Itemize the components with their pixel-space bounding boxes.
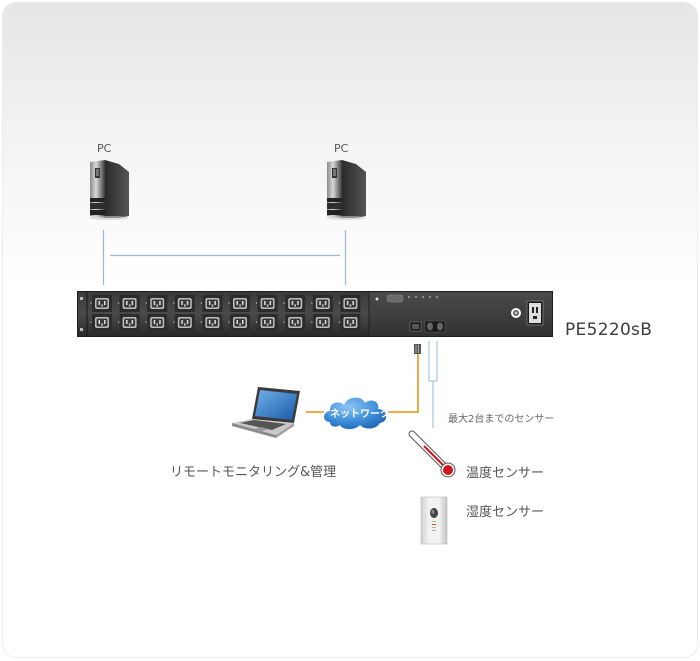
humidity-sensor-label: 湿度センサー	[466, 505, 545, 520]
laptop-icon	[232, 387, 300, 438]
outlet	[228, 314, 250, 331]
outlet	[117, 314, 140, 331]
temperature-sensor-icon	[408, 430, 456, 478]
sensor-cable-a	[428, 341, 433, 382]
outlet	[200, 314, 223, 331]
outlet	[200, 295, 223, 312]
remote-monitoring-label: リモートモニタリング&管理	[170, 465, 337, 480]
sensor-ports	[424, 320, 446, 333]
outlet	[173, 295, 195, 312]
outlet	[117, 295, 140, 312]
outlet	[338, 314, 361, 331]
outlet	[145, 295, 168, 312]
sensor-limit-note: 最大2台までのセンサー	[448, 414, 555, 425]
pc-tower-icon-left	[89, 160, 129, 220]
outlet	[145, 314, 168, 331]
pc-label-left: PC	[97, 142, 112, 155]
temperature-sensor-label: 温度センサー	[466, 466, 545, 481]
outlet	[283, 314, 306, 331]
outlet	[228, 295, 250, 312]
outlet-grid	[90, 295, 361, 331]
outlet	[255, 295, 278, 312]
pc-tower-icon-right	[326, 160, 366, 220]
network-cloud-icon	[324, 397, 387, 430]
outlet	[311, 295, 333, 312]
outlet	[255, 314, 278, 331]
humidity-sensor-icon	[420, 496, 448, 545]
outlet	[90, 314, 112, 331]
rj45-plug	[414, 344, 421, 354]
outlet	[311, 314, 333, 331]
pc-label-right: PC	[334, 142, 349, 155]
outlet	[173, 314, 195, 331]
pdu-model-label: PE5220sB	[565, 320, 653, 340]
outlet	[283, 295, 306, 312]
outlet	[90, 295, 112, 312]
sensor-cable-b	[433, 341, 438, 382]
network-cable-pdu	[388, 354, 419, 413]
network-cloud-label: ネットワーク	[330, 409, 390, 420]
pdu-device	[77, 291, 553, 337]
outlet	[338, 295, 361, 312]
